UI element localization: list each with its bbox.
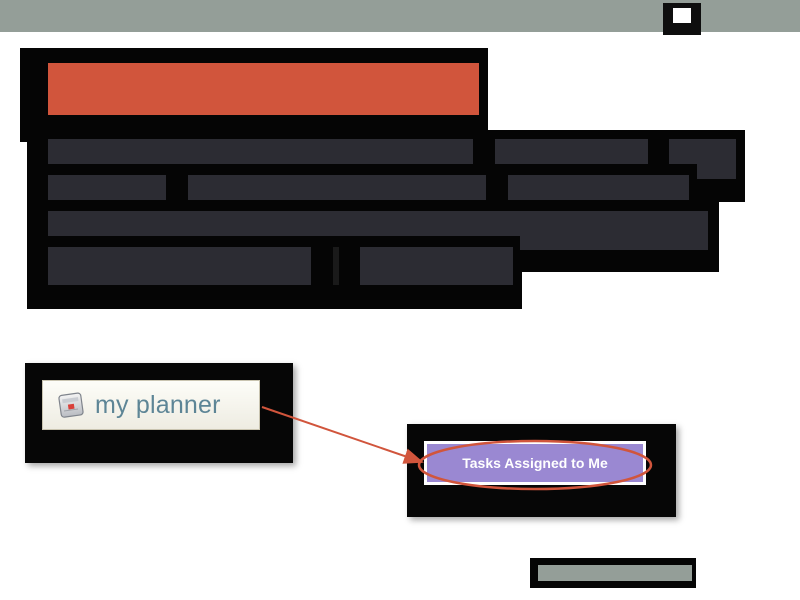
redacted-text-line xyxy=(520,232,708,250)
redacted-text-line xyxy=(697,160,736,179)
redacted-text-line xyxy=(48,211,708,236)
top-bar-button[interactable] xyxy=(663,3,701,35)
redacted-text-line xyxy=(188,175,486,200)
tasks-assigned-label: Tasks Assigned to Me xyxy=(462,455,608,471)
my-planner-button[interactable]: my planner xyxy=(42,380,260,430)
bottom-gray-bar xyxy=(538,565,692,581)
redacted-text-line xyxy=(495,139,648,164)
redacted-text-line xyxy=(669,139,736,164)
window-icon xyxy=(673,8,691,23)
redacted-title xyxy=(48,63,479,115)
redacted-text-line xyxy=(48,247,311,285)
redacted-text-line xyxy=(48,175,166,200)
tasks-assigned-to-me-button[interactable]: Tasks Assigned to Me xyxy=(427,444,643,482)
my-planner-label: my planner xyxy=(95,390,221,419)
redacted-divider xyxy=(333,247,339,285)
redacted-text-line xyxy=(360,247,513,285)
redacted-text-line xyxy=(48,139,473,164)
calendar-icon xyxy=(57,390,87,420)
redacted-text-line xyxy=(508,175,689,200)
